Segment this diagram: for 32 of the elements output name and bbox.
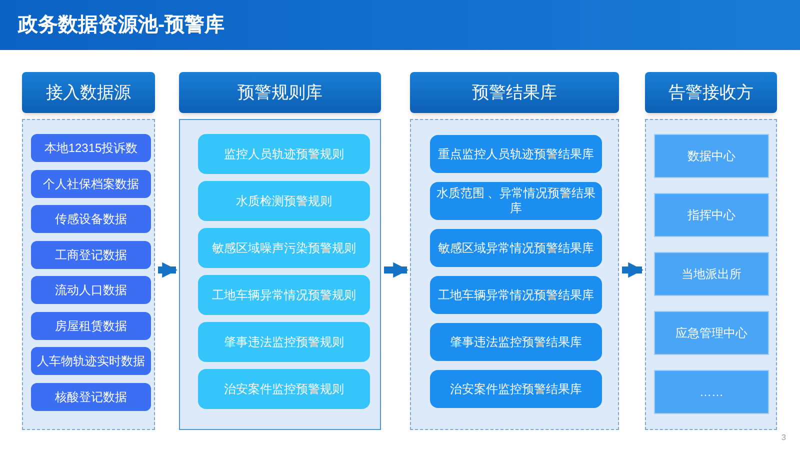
result-box: 肇事违法监控预警结果库	[430, 323, 602, 361]
result-box: 水质范围 、异常情况预警结果库	[430, 182, 602, 220]
column-header: 告警接收方	[645, 72, 777, 113]
result-box: 敏感区域异常情况预警结果库	[430, 229, 602, 267]
column-panel	[645, 119, 777, 430]
receiver-box: ……	[654, 370, 769, 414]
data-source-box: 传感设备数据	[31, 205, 151, 233]
receiver-box: 当地派出所	[654, 252, 769, 296]
block-arrow	[384, 262, 409, 278]
column-header: 接入数据源	[22, 72, 155, 113]
column-header: 预警结果库	[410, 72, 619, 113]
result-box: 治安案件监控预警结果库	[430, 370, 602, 408]
data-source-box: 工商登记数据	[31, 241, 151, 269]
page-title: 政务数据资源池-预警库	[18, 12, 225, 38]
data-source-box: 房屋租赁数据	[31, 312, 151, 340]
receiver-box: 指挥中心	[654, 193, 769, 237]
data-source-box: 核酸登记数据	[31, 383, 151, 411]
result-box: 重点监控人员轨迹预警结果库	[430, 135, 602, 173]
receiver-box: 数据中心	[654, 134, 769, 178]
column-panel	[22, 119, 155, 430]
column-panel	[179, 119, 381, 430]
page-number: 3	[782, 432, 786, 444]
block-arrow	[622, 262, 644, 278]
data-source-box: 流动人口数据	[31, 276, 151, 304]
data-source-box: 人车物轨迹实时数据	[31, 347, 151, 375]
column-header: 预警规则库	[179, 72, 381, 113]
data-source-box: 个人社保档案数据	[31, 170, 151, 198]
column-panel	[410, 119, 619, 430]
result-box: 工地车辆异常情况预警结果库	[430, 276, 602, 314]
block-arrow	[158, 262, 178, 278]
receiver-box: 应急管理中心	[654, 311, 769, 355]
data-source-box: 本地12315投诉数	[31, 134, 151, 162]
